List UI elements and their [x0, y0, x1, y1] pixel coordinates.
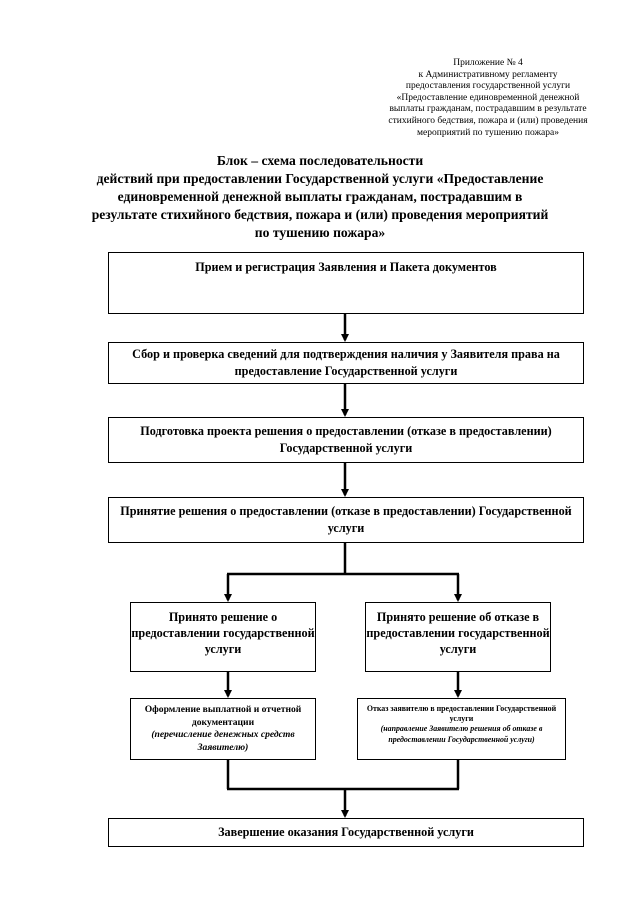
- title-line: действий при предоставлении Государствен…: [96, 171, 544, 186]
- step-text: Принято решение об отказе в предоставлен…: [366, 610, 550, 656]
- step-payment-documents: Оформление выплатной и отчетной документ…: [130, 698, 316, 760]
- title-line: по тушению пожара»: [254, 225, 386, 240]
- step-text: Принятие решения о предоставлении (отказ…: [120, 504, 572, 535]
- step-collect-verify: Сбор и проверка сведений для подтвержден…: [108, 342, 584, 384]
- title-line: результате стихийного бедствия, пожара и…: [91, 207, 549, 222]
- step-decision-refused: Принято решение об отказе в предоставлен…: [365, 602, 551, 672]
- step-receive-registration: Прием и регистрация Заявления и Пакета д…: [108, 252, 584, 314]
- step-make-decision: Принятие решения о предоставлении (отказ…: [108, 497, 584, 543]
- step-finish: Завершение оказания Государственной услу…: [108, 818, 584, 847]
- appendix-line: стихийного бедствия, пожара и (или) пров…: [388, 115, 588, 126]
- step-refusal-notice: Отказ заявителю в предоставлении Государ…: [357, 698, 566, 760]
- appendix-line: выплаты гражданам, пострадавшим в резуль…: [389, 104, 587, 115]
- step-text: Завершение оказания Государственной услу…: [218, 825, 474, 839]
- step-text: Подготовка проекта решения о предоставле…: [140, 424, 552, 455]
- step-decision-approved: Принято решение о предоставлении государ…: [130, 602, 316, 672]
- appendix-line: Приложение № 4: [453, 58, 523, 68]
- step-text: Сбор и проверка сведений для подтвержден…: [132, 347, 560, 378]
- step-text: Прием и регистрация Заявления и Пакета д…: [195, 260, 497, 274]
- appendix-header: Приложение № 4 к Административному регла…: [368, 58, 608, 139]
- step-prepare-draft: Подготовка проекта решения о предоставле…: [108, 417, 584, 463]
- title-line: Блок – схема последовательности: [216, 153, 424, 168]
- diagram-title: Блок – схема последовательности действий…: [90, 152, 550, 242]
- title-line: единовременной денежной выплаты граждана…: [117, 189, 523, 204]
- step-text: Принято решение о предоставлении государ…: [131, 610, 315, 656]
- step-note: (направление Заявителю решения об отказе…: [380, 724, 543, 744]
- appendix-line: к Административному регламенту: [418, 69, 558, 80]
- step-note: (перечисление денежных средств Заявителю…: [151, 729, 295, 753]
- appendix-line: «Предоставление единовременной денежной: [396, 92, 580, 103]
- appendix-line: предоставления государственной услуги: [405, 81, 571, 92]
- step-text: Оформление выплатной и отчетной документ…: [144, 704, 302, 728]
- appendix-line: мероприятий по тушению пожара»: [417, 127, 559, 138]
- step-text: Отказ заявителю в предоставлении Государ…: [366, 704, 557, 724]
